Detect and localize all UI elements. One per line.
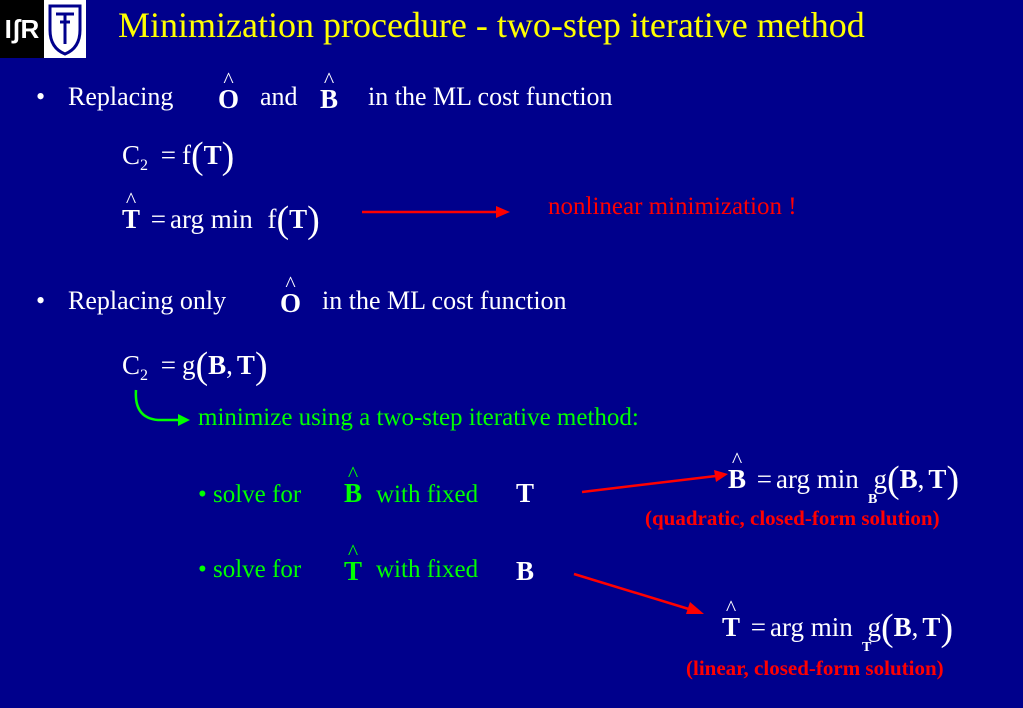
- arrow-icon: [362, 206, 510, 218]
- green-method-text: minimize using a two-step iterative meth…: [198, 404, 639, 431]
- equation-c2-g: C2 =g(B,T): [122, 345, 268, 387]
- o-hat-symbol: O: [218, 84, 239, 115]
- equation-c2-f: C2 =f(T): [122, 135, 235, 177]
- linear-note: (linear, closed-form solution): [686, 656, 944, 680]
- o-hat-symbol: O: [280, 288, 301, 319]
- step1-text-b: with fixed: [376, 481, 479, 508]
- ist-shield-icon: [48, 4, 82, 56]
- bullet-marker: •: [36, 82, 46, 111]
- step2-text-b: with fixed: [376, 556, 479, 583]
- fixed-b-symbol: B: [516, 556, 535, 586]
- t-hat-symbol: T: [344, 556, 362, 587]
- bullet1-text-c: in the ML cost function: [368, 82, 613, 111]
- b-hat-symbol: B: [320, 84, 338, 115]
- title-bar: IʃR: [0, 0, 1023, 60]
- quadratic-note: (quadratic, closed-form solution): [645, 506, 940, 530]
- step1-text-a: • solve for: [198, 481, 302, 508]
- nonlinear-note: nonlinear minimization !: [548, 193, 797, 220]
- bullet2-text-a: Replacing only: [68, 286, 227, 315]
- bullet2-text-c: in the ML cost function: [322, 286, 567, 315]
- b-hat-symbol: B: [344, 478, 362, 509]
- step2-text-a: • solve for: [198, 556, 302, 583]
- isr-logo: IʃR: [0, 0, 44, 58]
- arrow-icon: [573, 572, 704, 614]
- bullet1-text-b: and: [260, 82, 298, 111]
- equation-t-argmin-f: T =arg min f(T): [122, 198, 320, 242]
- ist-logo: [44, 0, 86, 58]
- bullet-marker: •: [36, 286, 46, 315]
- bullet1-text-a: Replacing: [68, 82, 174, 111]
- curved-arrow-icon: [134, 389, 190, 426]
- arrow-icon: [581, 470, 728, 494]
- fixed-t-symbol: T: [516, 478, 535, 508]
- slide-title: Minimization procedure - two-step iterat…: [118, 5, 865, 45]
